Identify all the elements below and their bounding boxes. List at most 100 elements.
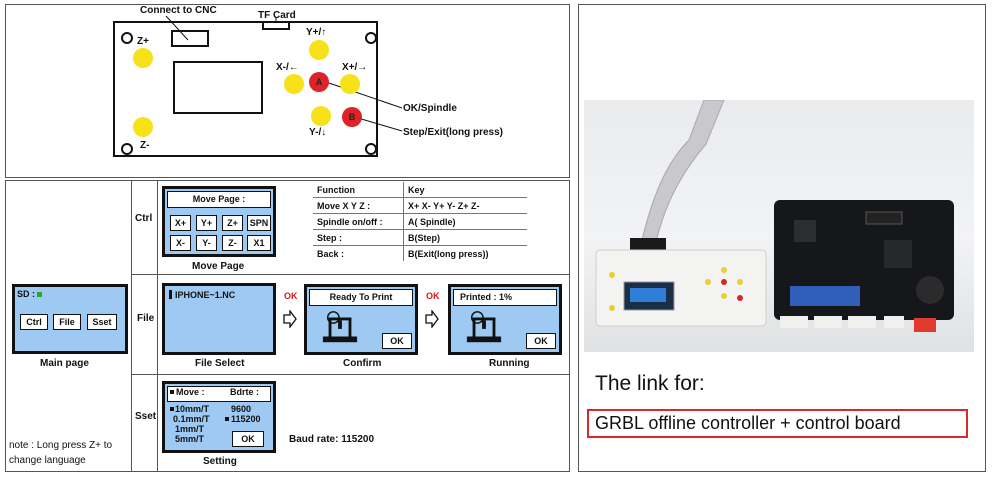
z-minus-button[interactable] <box>133 117 153 137</box>
file-button[interactable]: File <box>53 314 81 330</box>
z-plus-label: Z+ <box>137 36 149 47</box>
mount-hole <box>121 143 133 155</box>
b-button[interactable]: B <box>342 107 362 127</box>
file-select-caption: File Select <box>195 358 245 369</box>
file-select-screen: IPHONE~1.NC <box>162 283 276 355</box>
step-option-01[interactable]: 0.1mm/T <box>173 414 210 424</box>
key-y-plus[interactable]: Y+ <box>196 215 217 231</box>
main-page-screen: SD : Ctrl File Sset <box>12 284 128 354</box>
file-entry[interactable]: IPHONE~1.NC <box>169 290 235 300</box>
sd-status: SD : <box>17 289 42 299</box>
tf-card-label: TF Card <box>258 10 296 21</box>
baud-header: Bdrte : <box>230 387 259 397</box>
key-z-plus[interactable]: Z+ <box>222 215 243 231</box>
connect-cnc-label: Connect to CNC <box>140 5 217 16</box>
running-title: Printed : 1% <box>453 289 557 306</box>
y-plus-label: Y+/↑ <box>306 27 327 38</box>
z-plus-button[interactable] <box>133 48 153 68</box>
x-plus-label: X+/→ <box>342 62 368 73</box>
running-ok-button[interactable]: OK <box>526 333 556 349</box>
main-page-caption: Main page <box>40 358 89 369</box>
key-spn[interactable]: SPN <box>247 215 271 231</box>
link-for-heading: The link for: <box>595 372 705 395</box>
step-exit-label: Step/Exit(long press) <box>403 127 504 138</box>
step-option-10[interactable]: 10mm/T <box>170 404 209 414</box>
setting-header <box>167 386 271 402</box>
col-function: Function <box>313 182 404 198</box>
grid-h1 <box>131 274 570 275</box>
selected-marker-icon <box>225 417 229 421</box>
step-option-1[interactable]: 1mm/T <box>175 424 205 434</box>
product-illustration <box>595 99 954 332</box>
confirm-screen: Ready To Print OK <box>304 284 418 355</box>
mount-hole <box>365 32 377 44</box>
connect-leader <box>165 15 189 41</box>
row-label-sset: Sset <box>135 411 157 422</box>
selector-icon <box>170 390 174 394</box>
table-header: Function Key <box>313 182 527 198</box>
x-plus-button[interactable] <box>340 74 360 94</box>
tf-card-slot <box>262 21 290 30</box>
ok-spindle-leader <box>325 81 403 109</box>
table-row: Spindle on/off : A( Spindle) <box>313 213 527 230</box>
move-page-title: Move Page : <box>167 191 271 208</box>
grid-h2 <box>131 374 570 375</box>
step-option-5[interactable]: 5mm/T <box>175 434 205 444</box>
a-button[interactable]: A <box>309 72 329 92</box>
selected-marker-icon <box>170 407 174 411</box>
product-link[interactable]: GRBL offline controller + control board <box>587 409 968 438</box>
y-minus-button[interactable] <box>311 106 331 126</box>
arrow-right-icon <box>425 310 439 328</box>
z-minus-label: Z- <box>140 140 150 151</box>
mount-hole <box>121 32 133 44</box>
board-lines <box>165 15 403 132</box>
confirm-ok-button[interactable]: OK <box>382 333 412 349</box>
sd-indicator-icon <box>37 292 42 297</box>
move-page-caption: Move Page <box>192 261 245 272</box>
row-label-file: File <box>137 313 155 324</box>
x-minus-label: X-/← <box>276 62 299 73</box>
y-plus-button[interactable] <box>309 40 329 60</box>
ok-step-2: OK <box>426 291 440 301</box>
baud-option-115200[interactable]: 115200 <box>225 414 261 424</box>
file-cursor-icon <box>169 290 172 299</box>
x-minus-button[interactable] <box>284 74 304 94</box>
ok-spindle-label: OK/Spindle <box>403 103 457 114</box>
row-label-ctrl: Ctrl <box>135 213 153 224</box>
move-page-screen: Move Page : X+ Y+ Z+ SPN X- Y- Z- X1 <box>162 186 276 257</box>
lcd-window <box>173 61 263 114</box>
product-photo <box>584 99 974 352</box>
step-exit-leader <box>357 117 403 132</box>
confirm-caption: Confirm <box>343 358 382 369</box>
sset-button[interactable]: Sset <box>87 314 117 330</box>
function-table: Function Key Move X Y Z : X+ X- Y+ Y- Z+… <box>313 182 527 261</box>
running-caption: Running <box>489 358 530 369</box>
ctrl-button[interactable]: Ctrl <box>20 314 48 330</box>
key-x-minus[interactable]: X- <box>170 235 191 251</box>
y-minus-label: Y-/↓ <box>309 127 327 138</box>
mount-hole <box>365 143 377 155</box>
cnc-connector <box>171 30 209 47</box>
key-x1[interactable]: X1 <box>247 235 271 251</box>
baud-option-9600[interactable]: 9600 <box>231 404 252 414</box>
ok-step-1: OK <box>284 291 298 301</box>
cnc-machine-icon <box>322 311 358 343</box>
setting-screen: Move : Bdrte : 10mm/T 0.1mm/T 1mm/T 5mm/… <box>162 381 276 453</box>
setting-ok-button[interactable]: OK <box>232 431 264 447</box>
key-z-minus[interactable]: Z- <box>222 235 243 251</box>
cnc-machine-icon <box>466 311 502 343</box>
board-outline <box>113 21 378 157</box>
language-note: note : Long press Z+ to change language <box>9 440 113 466</box>
key-x-plus[interactable]: X+ <box>170 215 191 231</box>
table-row: Back : B(Exit(long press)) <box>313 245 527 261</box>
col-key: Key <box>403 182 527 198</box>
running-screen: Printed : 1% OK <box>448 284 562 355</box>
key-y-minus[interactable]: Y- <box>196 235 217 251</box>
confirm-title: Ready To Print <box>309 289 413 306</box>
table-row: Step : B(Step) <box>313 229 527 246</box>
grid-v1 <box>131 180 132 472</box>
setting-caption: Setting <box>203 456 237 467</box>
grid-v2 <box>157 180 158 472</box>
arrow-right-icon <box>283 310 297 328</box>
move-step-header: Move : <box>170 387 205 397</box>
